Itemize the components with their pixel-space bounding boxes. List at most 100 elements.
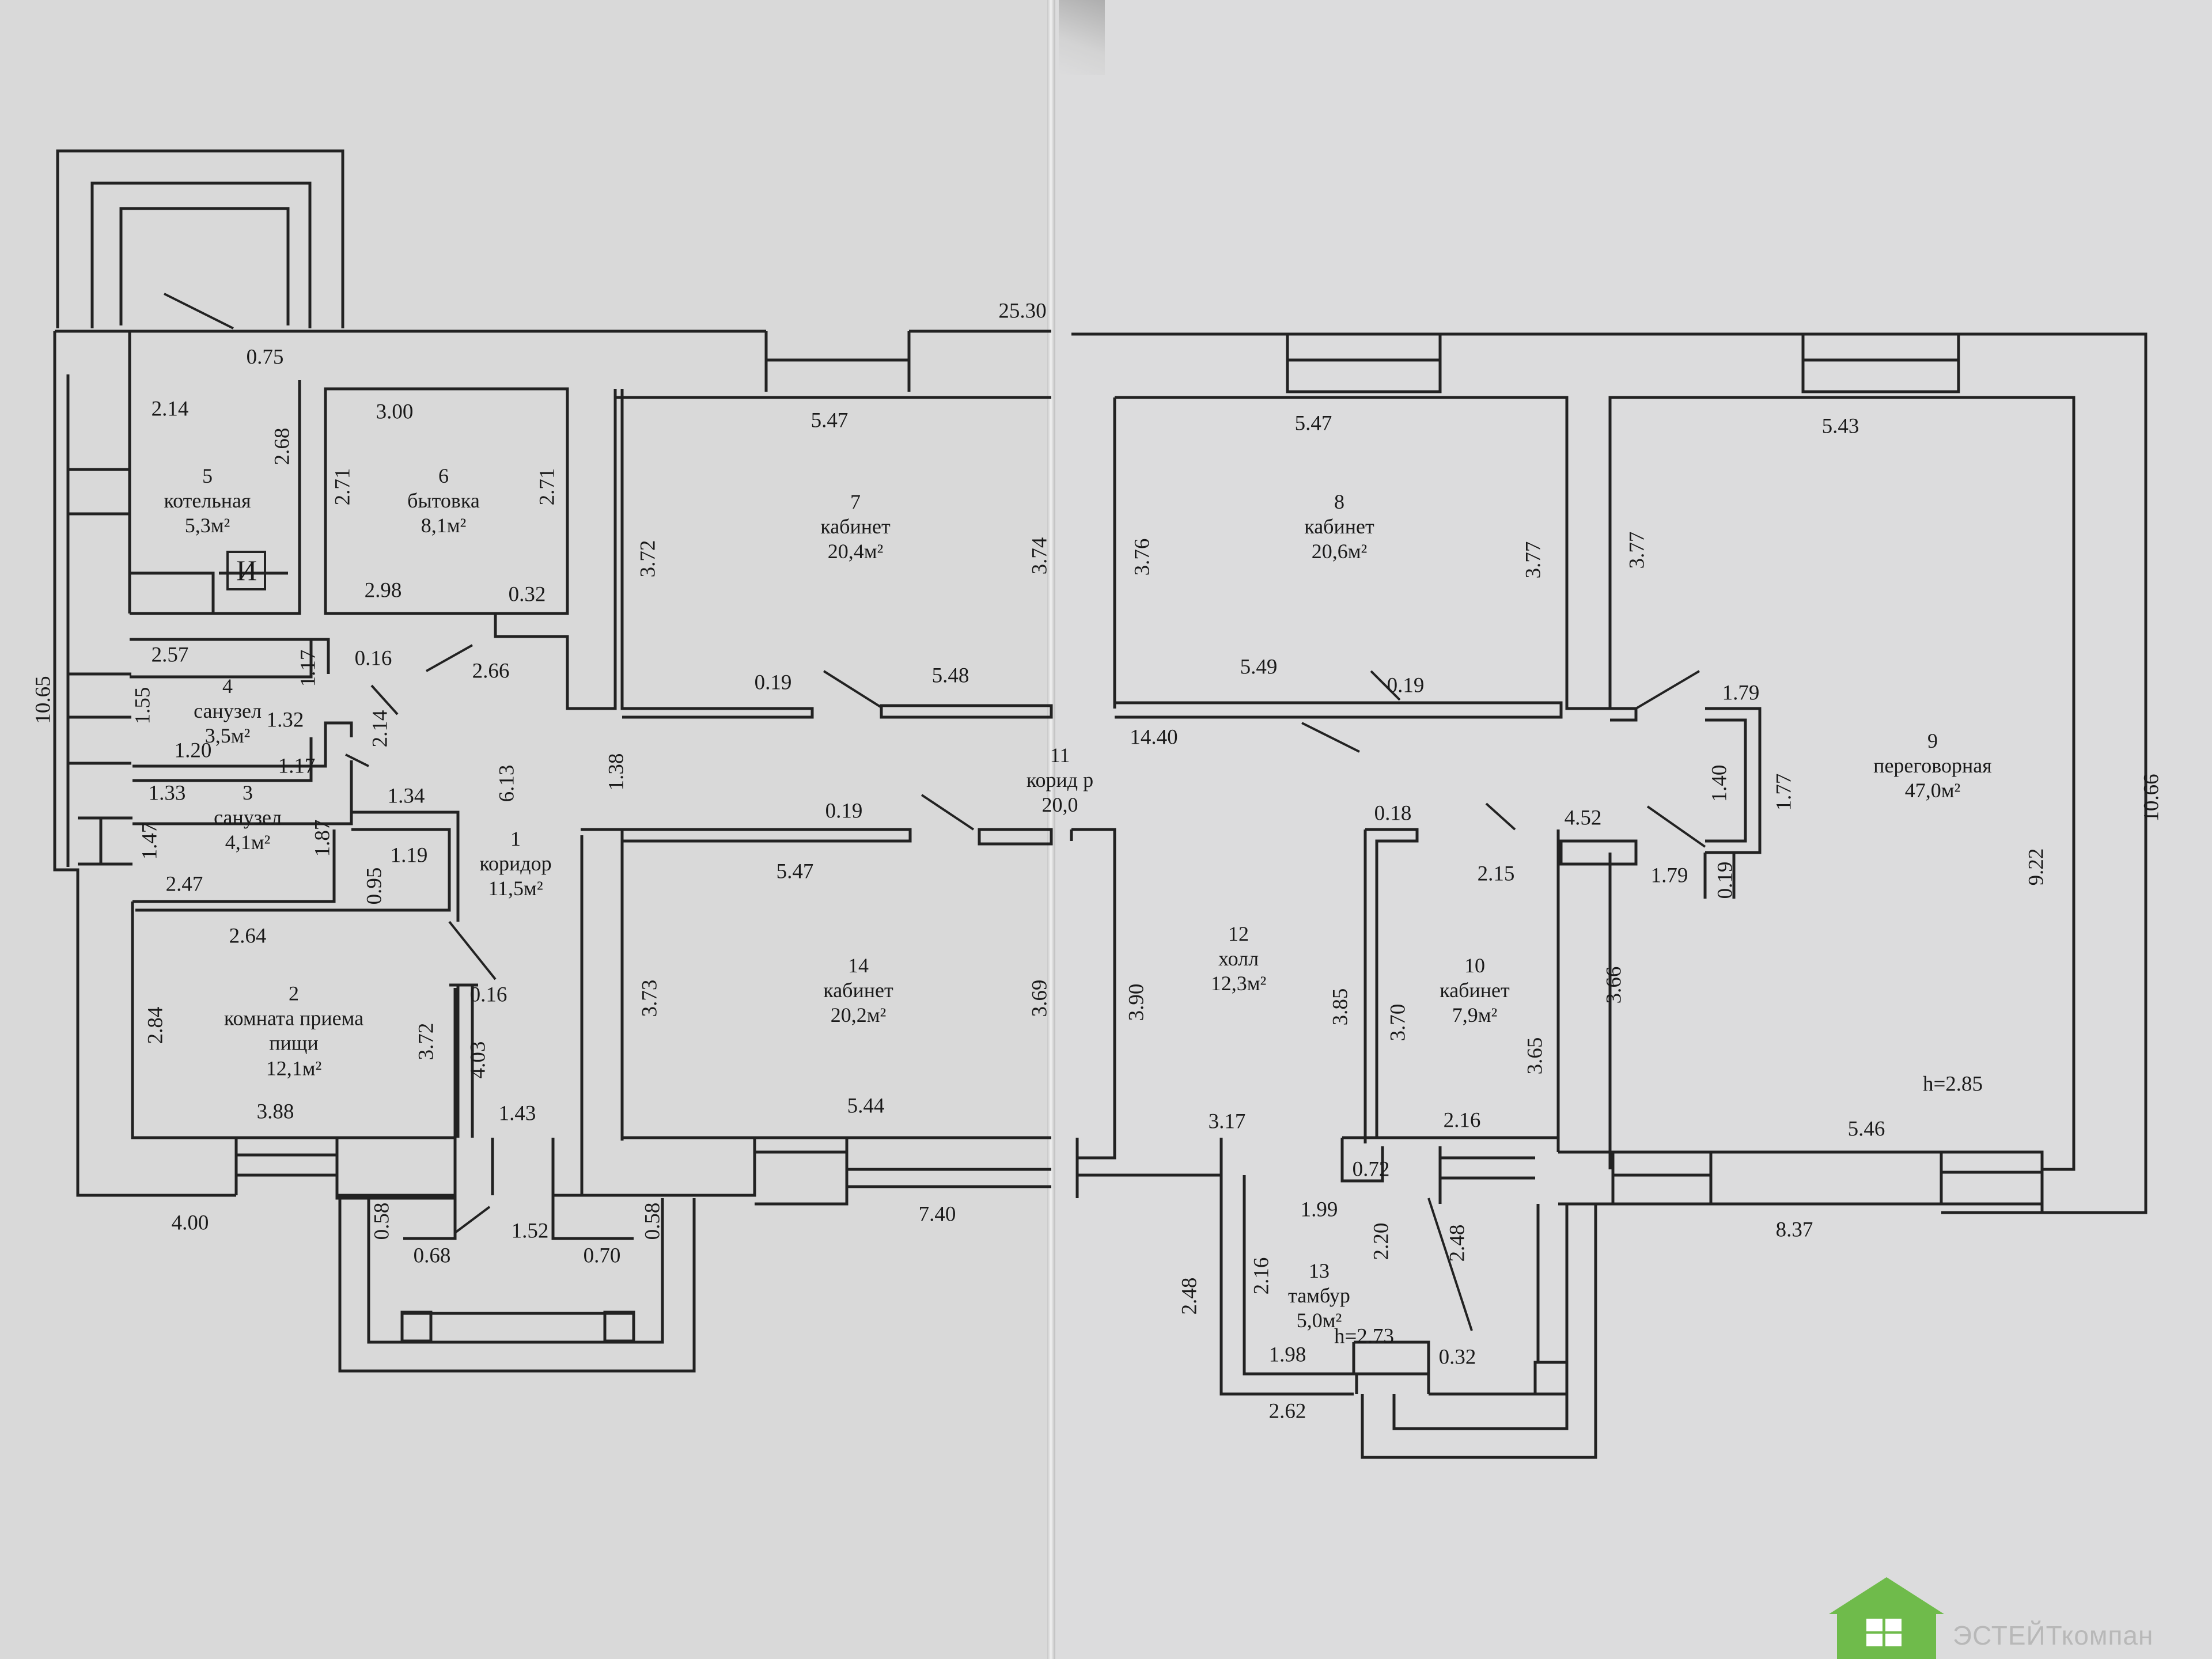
dimension-label: 0.58 (370, 1202, 394, 1240)
dimension-label: 5.46 (1847, 1117, 1885, 1141)
dimension-label: 3.72 (636, 540, 660, 578)
page-tear (1059, 0, 1105, 75)
dimension-label: 1.17 (296, 649, 320, 687)
dimension-label: 1.98 (1268, 1343, 1306, 1367)
dimension-label: 1.43 (498, 1101, 536, 1126)
room-label-line: 2 (289, 982, 299, 1005)
dimension-label: 4.00 (171, 1211, 209, 1235)
room-label-line: кабинет (820, 515, 891, 539)
room-label-line: 20,2м² (830, 1003, 887, 1027)
room-label-line: 5,3м² (184, 514, 230, 537)
room-label-line: корид р (1026, 768, 1094, 792)
dimension-label: 7.40 (918, 1202, 956, 1226)
dimension-label: 1.87 (310, 819, 335, 857)
room-label-line: 6 (438, 464, 449, 488)
dimension-label: 5.44 (847, 1094, 885, 1118)
dimension-label: 9.22 (2024, 848, 2048, 886)
dimension-label: 5.47 (1294, 411, 1332, 435)
dimension-label: 3.85 (1328, 988, 1353, 1026)
room-label-line: бытовка (407, 489, 480, 513)
room-label-line: 3,5м² (204, 724, 251, 748)
room-label-line: 4,1м² (225, 831, 271, 854)
room-label-line: 9 (1927, 729, 1938, 753)
dimension-label: 3.65 (1523, 1037, 1547, 1075)
dimension-label: 2.57 (151, 643, 189, 667)
dimension-label: 8.37 (1775, 1218, 1813, 1242)
dimension-label: 2.64 (229, 924, 267, 948)
dimension-label: 0.95 (362, 867, 387, 905)
dimension-label: 3.66 (1602, 966, 1626, 1004)
room-label-line: котельная (164, 489, 251, 513)
dimension-label: 3.77 (1521, 541, 1546, 579)
dimension-label: 5.49 (1240, 655, 1278, 679)
dimension-label: 1.20 (174, 738, 212, 763)
dimension-label: 1.77 (1772, 773, 1796, 811)
room-label-line: кабинет (1304, 515, 1374, 539)
boiler-symbol: И (236, 554, 257, 586)
dimension-label: 2.84 (143, 1006, 168, 1044)
dimension-label: 4.03 (466, 1041, 490, 1079)
room-label-line: санузел (214, 806, 282, 830)
dimension-label: 3.73 (638, 979, 662, 1017)
dimension-label: 2.71 (331, 468, 355, 506)
room-label-line: 13 (1308, 1259, 1330, 1283)
dimension-label: 0.18 (1374, 801, 1412, 825)
dimension-label: 0.68 (413, 1244, 451, 1268)
dimension-label: 3.77 (1625, 531, 1649, 569)
room-label-line: 20,0 (1041, 793, 1078, 817)
dimension-label: 1.47 (138, 822, 162, 860)
dimension-label: 5.47 (810, 408, 849, 433)
room-label-line: комната приема (224, 1006, 364, 1030)
room-label-line: 4 (222, 675, 233, 698)
room-label-line: кабинет (823, 979, 893, 1002)
dimension-label: 1.79 (1722, 681, 1760, 705)
dimension-label: 3.17 (1208, 1109, 1246, 1134)
dimension-label: 10.65 (31, 676, 55, 724)
room-label-line: 7 (850, 490, 861, 514)
room-label-line: 8,1м² (421, 514, 467, 537)
dimension-label: 25.30 (998, 299, 1047, 323)
room-label-line: 3 (242, 781, 253, 805)
dimension-label: 0.75 (246, 345, 284, 369)
dimension-label: 0.32 (508, 582, 546, 607)
dimension-label: 3.88 (256, 1100, 294, 1124)
dimension-label: 1.79 (1650, 863, 1688, 888)
dimension-label: 2.16 (1249, 1257, 1274, 1295)
dimension-label: 1.52 (511, 1219, 549, 1243)
dimension-label: 1.33 (148, 781, 186, 805)
dimension-label: 10.66 (2139, 774, 2164, 822)
dimension-label: 2.14 (151, 397, 189, 421)
dimension-label: 2.20 (1369, 1222, 1393, 1260)
room-label-line: 20,6м² (1311, 540, 1368, 563)
dimension-label: 0.19 (754, 671, 792, 695)
dimension-label: 2.98 (364, 578, 402, 603)
room-label-line: тамбур (1288, 1284, 1350, 1308)
dimension-label: 5.43 (1821, 414, 1859, 438)
dimension-label: 2.68 (270, 427, 294, 465)
dimension-label: 1.17 (278, 754, 316, 778)
room-label-line: 10 (1464, 954, 1485, 978)
room-label-line: 5,0м² (1296, 1309, 1342, 1332)
dimension-label: 3.00 (376, 400, 414, 424)
dimension-label: 0.19 (825, 799, 863, 823)
dimension-label: 0.19 (1713, 861, 1737, 899)
room-label-line: кабинет (1440, 979, 1510, 1002)
room-label-line: 12 (1228, 922, 1249, 946)
dimension-label: 4.52 (1564, 806, 1602, 830)
room-label-line: 14 (847, 954, 869, 978)
room-label-line: холл (1218, 947, 1259, 971)
room-label-line: 11 (1050, 744, 1070, 767)
right-page (1051, 0, 2212, 1659)
room-label-line: 12,1м² (266, 1056, 322, 1080)
dimension-label: 3.74 (1028, 537, 1052, 575)
dimension-label: 3.90 (1124, 983, 1149, 1021)
dimension-label: 2.62 (1268, 1399, 1306, 1423)
dimension-label: 1.40 (1707, 764, 1732, 802)
